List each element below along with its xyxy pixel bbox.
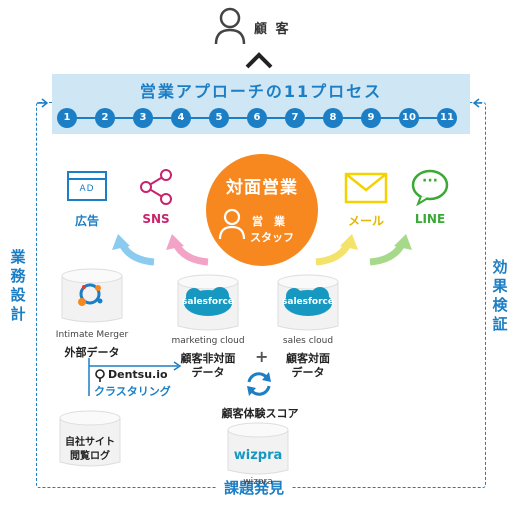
- process-step: 9: [361, 108, 381, 128]
- mail-icon: [344, 172, 388, 204]
- plus-sign: +: [255, 347, 269, 366]
- ad-icon: [67, 171, 107, 201]
- process-step: 2: [95, 108, 115, 128]
- staff-line2: スタッフ: [250, 231, 294, 244]
- mc-salesforce-logo: salesforce: [182, 297, 234, 307]
- cx-score-label: 顧客体験スコア: [221, 407, 299, 420]
- process-step: 11: [437, 108, 457, 128]
- staff-person-icon: [218, 208, 246, 240]
- wizpra-caption: wizpra: [243, 477, 273, 487]
- line-icon-dots: ···: [422, 173, 438, 189]
- process-step: 10: [399, 108, 419, 128]
- line-chat-icon: [411, 169, 449, 206]
- arrow-to-sns-icon: [166, 234, 209, 266]
- chevron-up-icon: [245, 52, 273, 69]
- process-step: 5: [209, 108, 229, 128]
- channel-line-label: LINE: [414, 212, 446, 226]
- sc-salesforce-logo: salesforce: [282, 297, 334, 307]
- loop-arrow-right-icon: [472, 98, 482, 108]
- intimate-caption: Intimate Merger: [55, 330, 129, 340]
- mc-label-1: 顧客非対面: [180, 352, 236, 365]
- loop-bottom-label: 課題発見: [216, 477, 293, 498]
- channel-ad-label: 広告: [74, 214, 99, 228]
- loop-left-label: 業務設計: [9, 248, 27, 324]
- channel-mail-label: メール: [347, 214, 384, 228]
- process-step: 1: [57, 108, 77, 128]
- customer-person-icon: [214, 7, 246, 45]
- arrow-to-line-icon: [369, 234, 412, 266]
- mc-caption: marketing cloud: [171, 336, 245, 346]
- process-step: 4: [171, 108, 191, 128]
- share-icon: [140, 169, 172, 205]
- sc-label-2: データ: [291, 366, 325, 379]
- mc-label-2: データ: [191, 366, 225, 379]
- site-label-1: 自社サイト: [65, 437, 115, 448]
- customer-label: 顧 客: [254, 22, 291, 37]
- center-title: 対面営業: [226, 178, 298, 198]
- dentsu-label: クラスタリング: [94, 385, 171, 398]
- intimate-merger-cylinder: [61, 268, 123, 323]
- process-step: 6: [247, 108, 267, 128]
- loop-right-label: 効果検証: [491, 258, 509, 334]
- loop-arrow-left-icon: [37, 98, 48, 108]
- arrow-to-ad-icon: [112, 234, 155, 266]
- wizpra-logo: wizpra: [233, 448, 283, 463]
- intimate-dentsu-connector: [88, 358, 182, 396]
- channel-sns-label: SNS: [142, 212, 170, 226]
- sync-icon: [247, 372, 271, 396]
- dentsu-pin-icon: [95, 369, 105, 382]
- face-to-face-sales-circle: [206, 154, 318, 266]
- ad-icon-text: AD: [79, 184, 95, 194]
- arrow-to-mail-icon: [315, 234, 358, 266]
- site-label-2: 閲覧ログ: [70, 451, 110, 462]
- staff-line1: 営 業: [252, 215, 285, 228]
- process-step: 7: [285, 108, 305, 128]
- sc-label-1: 顧客対面: [286, 352, 330, 365]
- site-log-cylinder: [59, 410, 121, 467]
- marketing-cloud-cylinder: [177, 274, 239, 331]
- process-step: 8: [323, 108, 343, 128]
- wizpra-cylinder: [227, 422, 289, 475]
- intimate-label: 外部データ: [64, 346, 120, 359]
- sc-caption: sales cloud: [282, 336, 334, 346]
- sales-cloud-cylinder: [277, 274, 339, 331]
- process-step: 3: [133, 108, 153, 128]
- process-title: 営業アプローチの11プロセス: [139, 82, 383, 101]
- dentsu-logo: Dentsu.io: [108, 368, 168, 381]
